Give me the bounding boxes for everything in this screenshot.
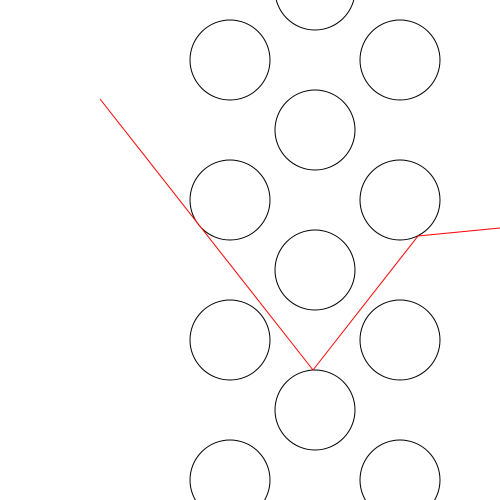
circle-array [189,0,441,500]
circle-4 [274,89,356,171]
circle-6 [359,159,441,241]
circle-11 [189,439,271,500]
circle-3 [359,19,441,101]
circle-9 [359,299,441,381]
circle-1 [275,0,355,31]
ray-path [99,98,500,371]
circle-5 [189,159,271,241]
circle-8 [189,299,271,381]
circle-12 [359,439,441,500]
ray-path-group [99,98,500,371]
circle-7 [274,229,356,311]
circle-10 [274,369,356,451]
circle-2 [189,19,271,101]
